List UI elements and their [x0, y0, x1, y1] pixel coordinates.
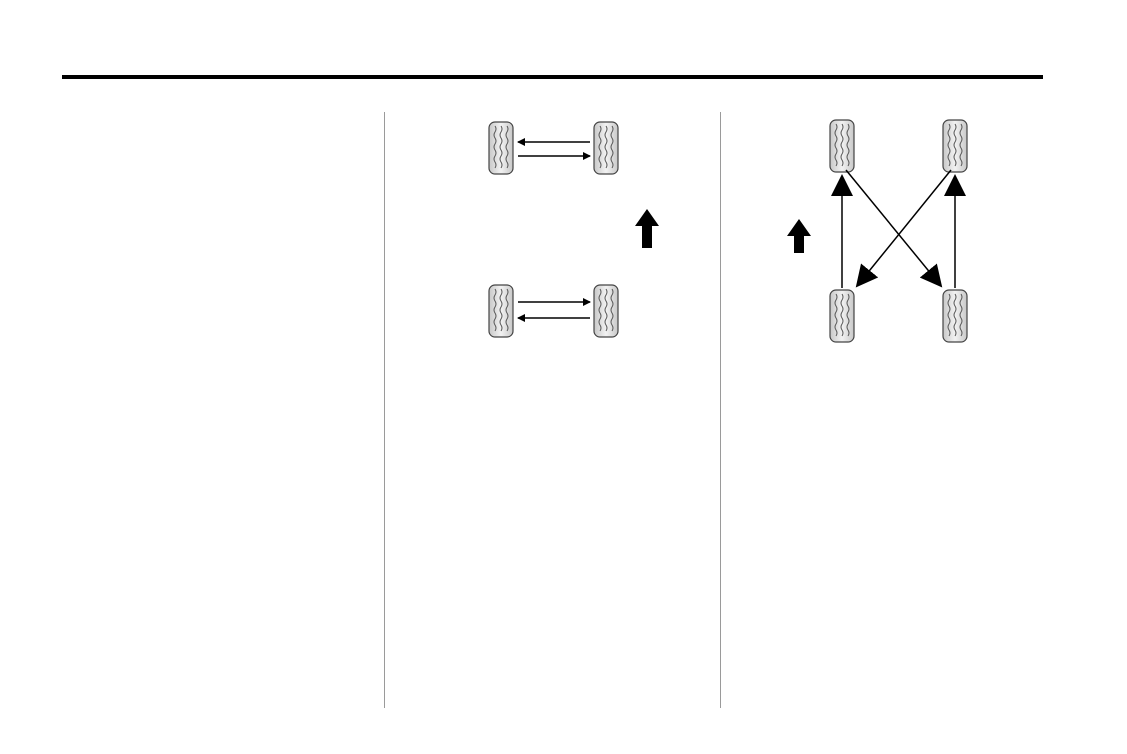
tire-icon	[829, 289, 855, 343]
cross-rotation-diagram	[787, 119, 968, 343]
tire-icon	[829, 119, 855, 173]
tire-icon	[593, 284, 619, 338]
column-divider	[384, 112, 385, 708]
tire-icon	[488, 284, 514, 338]
tire-icon	[488, 121, 514, 175]
tire-icon	[942, 119, 968, 173]
tire-icon	[942, 289, 968, 343]
forward-direction-arrow-icon	[635, 209, 659, 248]
column-divider	[720, 112, 721, 708]
diagonal-arrow-icon	[845, 169, 943, 288]
side-to-side-rotation-diagram	[488, 121, 659, 338]
forward-direction-arrow-icon	[787, 219, 811, 253]
tire-icon	[593, 121, 619, 175]
diagonal-arrow-icon	[855, 169, 952, 288]
header-rule	[62, 75, 1043, 79]
